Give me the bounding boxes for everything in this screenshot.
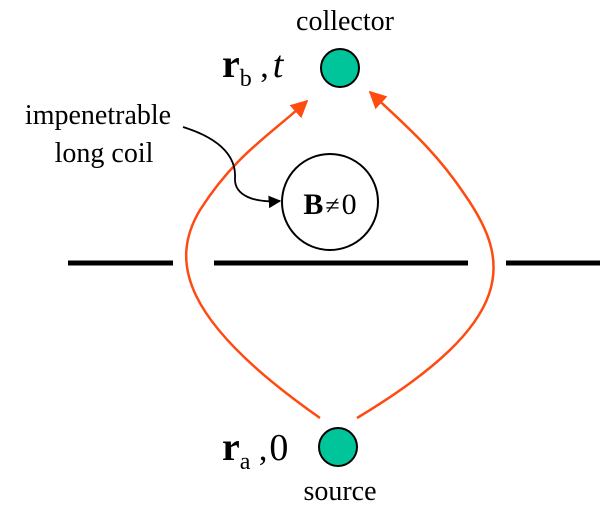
coil-relation: ≠	[325, 191, 339, 220]
source-vector: r	[222, 424, 240, 469]
coil-label: B≠0	[303, 188, 356, 221]
coil-pointer-arrow	[182, 126, 282, 209]
coil-symbol: B	[303, 188, 323, 221]
left-path-arrow	[184, 99, 321, 420]
source-time: 0	[269, 427, 288, 469]
source-position: ra ,0	[222, 424, 288, 475]
collector-subscript: b	[240, 66, 252, 92]
source-label: source	[303, 476, 376, 507]
source-separator: ,	[250, 431, 267, 468]
collector-label: collector	[296, 6, 395, 37]
collector-node	[320, 48, 360, 88]
coil-description-line2: long coil	[55, 138, 154, 169]
coil-circle	[281, 153, 379, 251]
collector-position: rb ,t	[222, 41, 285, 92]
source-node	[318, 427, 358, 467]
collector-separator: ,	[252, 48, 269, 85]
collector-time: t	[273, 44, 285, 86]
coil-value: 0	[342, 188, 357, 221]
source-subscript: a	[240, 449, 251, 475]
collector-vector: r	[222, 41, 240, 86]
right-path-arrow	[356, 90, 495, 420]
coil-description-line1: impenetrable	[25, 100, 171, 131]
